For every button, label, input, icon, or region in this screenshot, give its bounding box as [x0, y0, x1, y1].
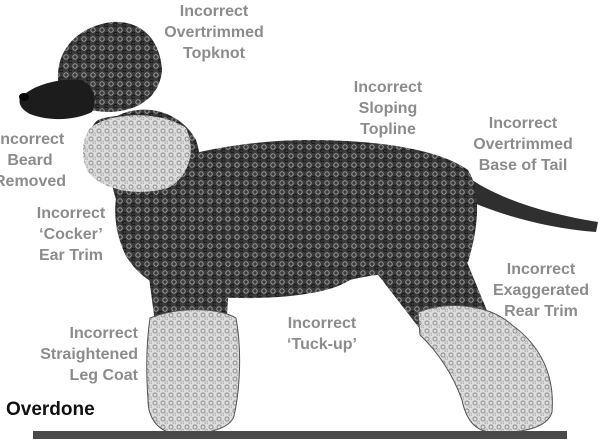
tail: [458, 176, 598, 232]
front-leg: [147, 310, 240, 435]
label-overtrimmed-topknot: Incorrect Overtrimmed Topknot: [134, 1, 294, 64]
rear-leg: [418, 306, 552, 433]
label-exaggerated-rear-trim: Incorrect Exaggerated Rear Trim: [474, 259, 608, 322]
bottom-rule: [33, 431, 567, 439]
muzzle: [19, 80, 94, 119]
label-sloping-topline: Incorrect Sloping Topline: [318, 77, 458, 140]
bib: [83, 115, 191, 192]
label-overtrimmed-base-of-tail: Incorrect Overtrimmed Base of Tail: [448, 113, 598, 176]
label-straightened-leg-coat: Incorrect Straightened Leg Coat: [4, 323, 138, 386]
diagram-caption: Overdone: [6, 399, 95, 421]
label-beard-removed: Incorrect Beard Removed: [0, 129, 80, 192]
label-tuck-up: Incorrect ‘Tuck-up’: [256, 313, 388, 355]
label-cocker-ear-trim: Incorrect ‘Cocker’ Ear Trim: [12, 203, 130, 266]
nose: [19, 93, 29, 101]
